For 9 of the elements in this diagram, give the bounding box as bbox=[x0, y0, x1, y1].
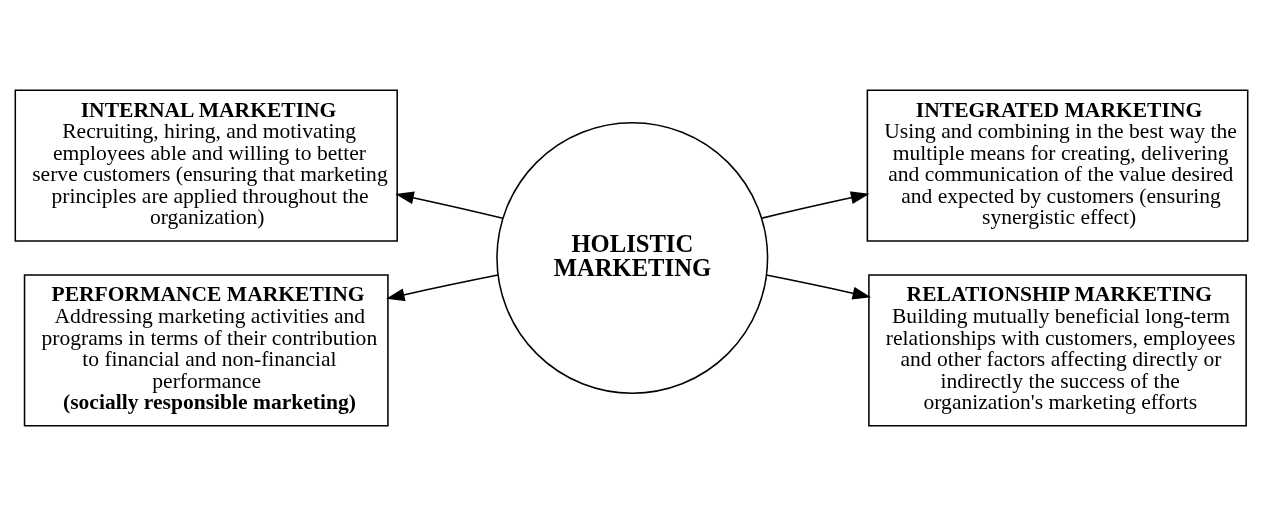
node-box: RELATIONSHIP MARKETING Building mutually beneficial long-term relationships with customers, employees and other factors affecting directly or indirectly the success of the organization's marketing efforts bbox=[868, 273, 1247, 427]
node-box: PERFORMANCE MARKETING Addressing marketing activities and programs in terms of their contribution to financial and non-financial performance (socially responsible marketing) bbox=[23, 273, 389, 427]
arrow bbox=[760, 190, 870, 219]
arrow bbox=[386, 273, 499, 301]
node-circle: HOLISTIC MARKETING bbox=[496, 121, 769, 394]
node-box: INTERNAL MARKETING Recruiting, hiring, and motivating employees able and willing to better serve customers (ensuring that marketing principles are applied throughout the organization) bbox=[14, 88, 398, 242]
arrow bbox=[395, 191, 504, 219]
arrow bbox=[765, 273, 872, 300]
node-box: INTEGRATED MARKETING Using and combining in the best way the multiple means for creating, delivering and communication of the value desired and expected by customers (ensuring synergistic effect) bbox=[866, 88, 1249, 242]
